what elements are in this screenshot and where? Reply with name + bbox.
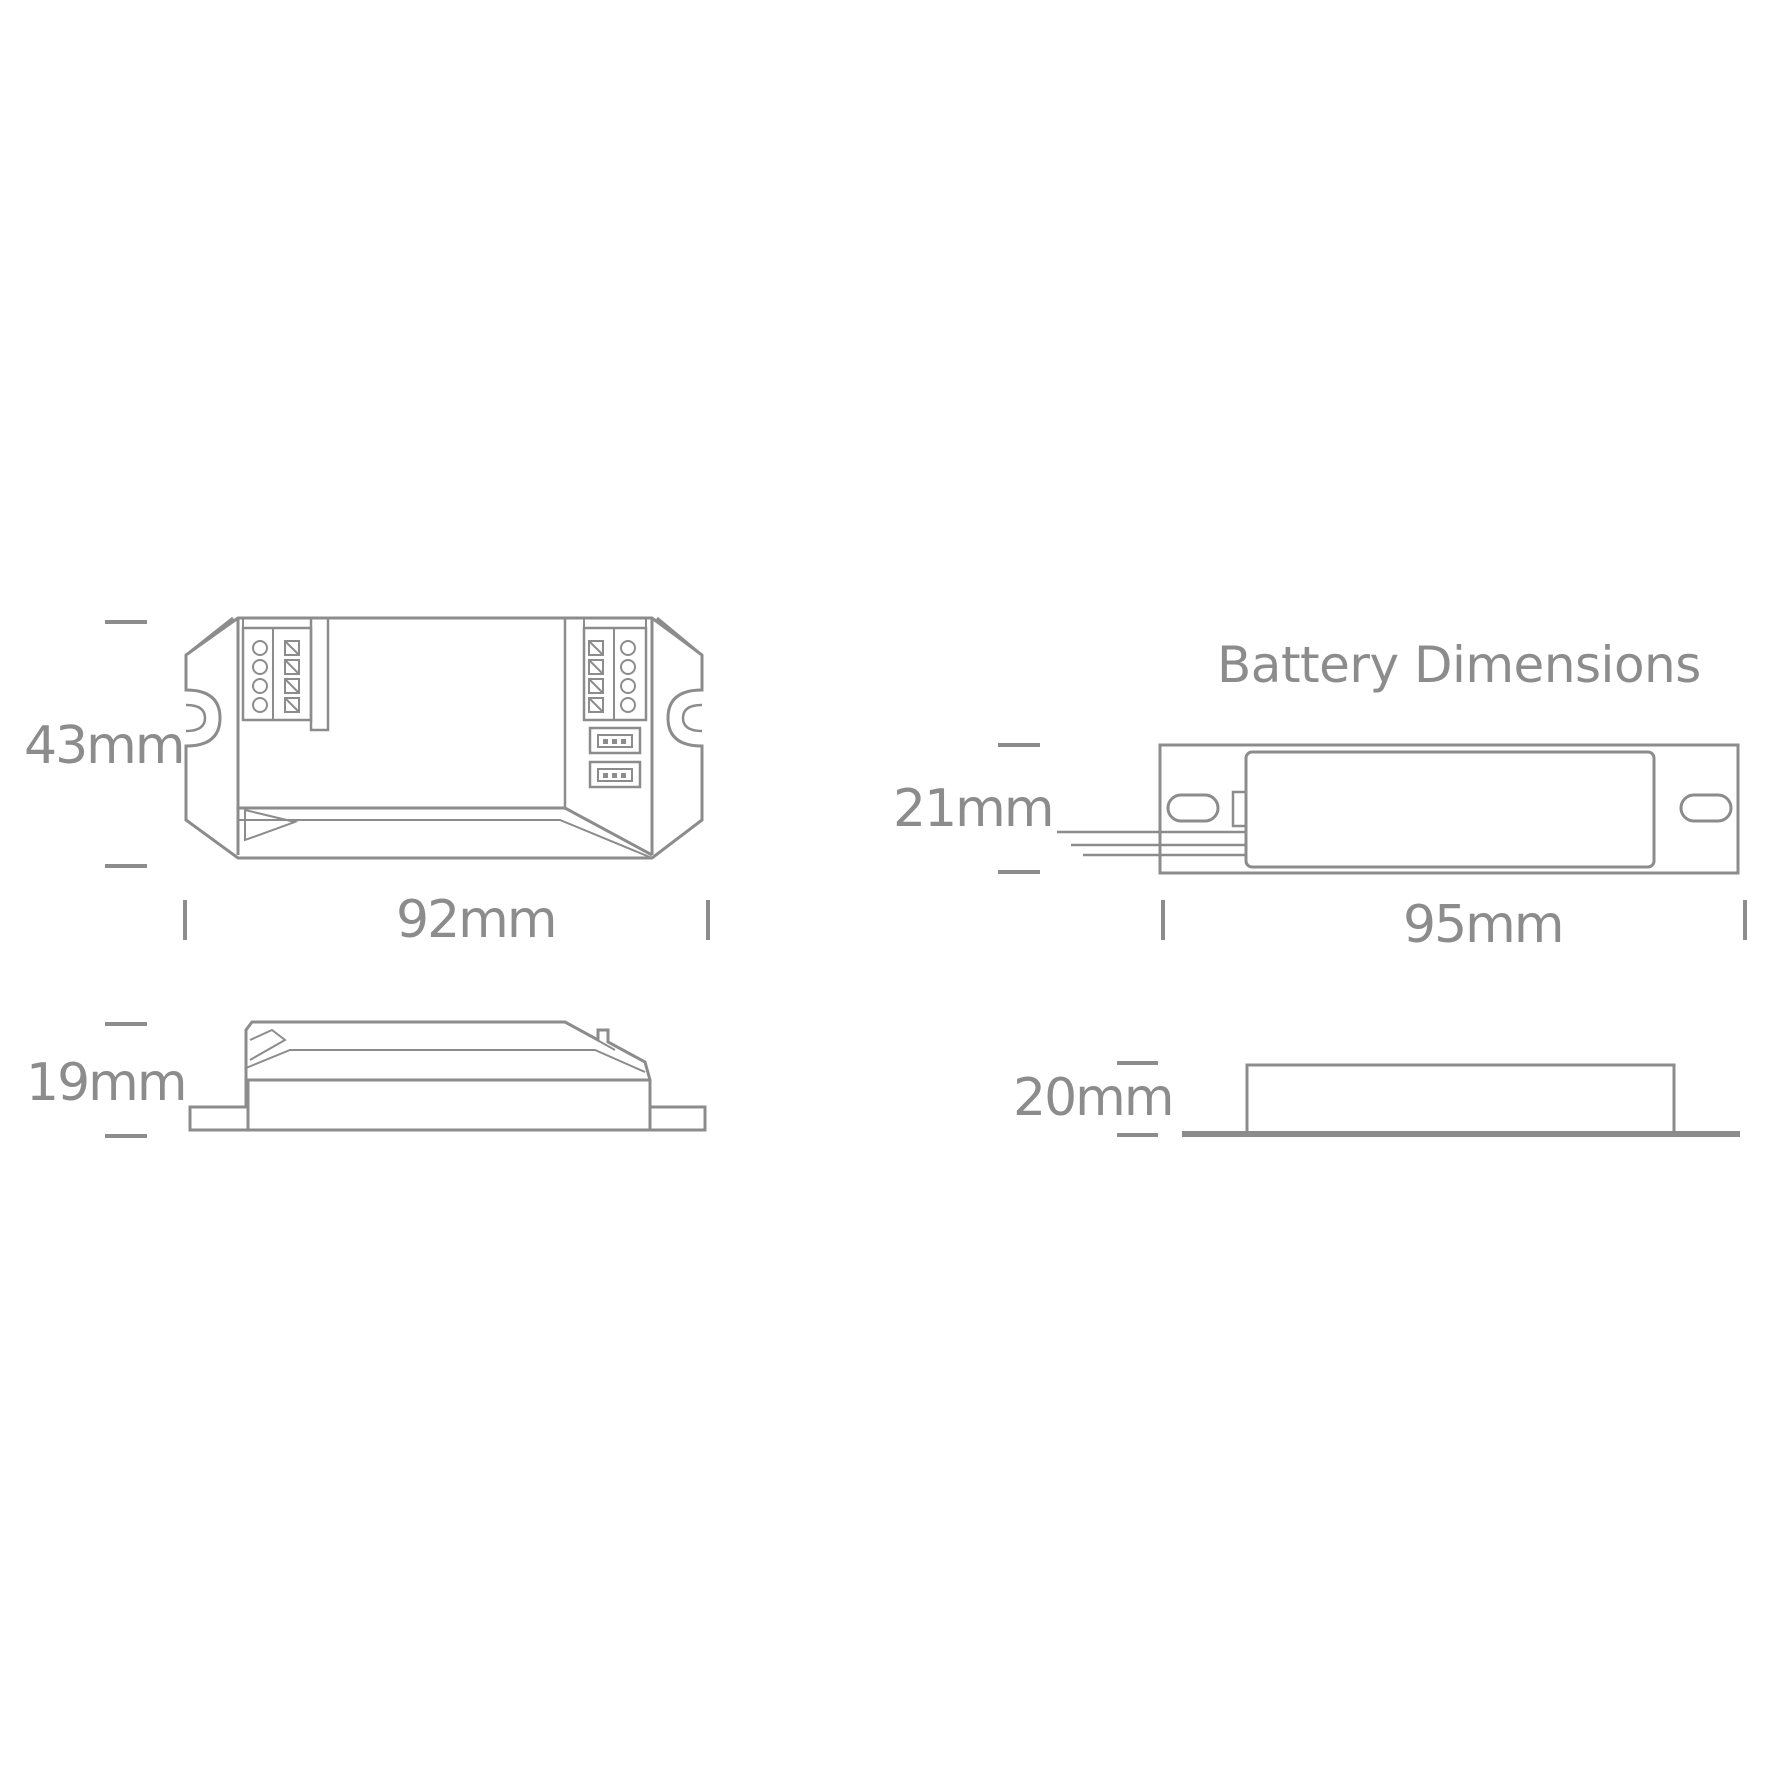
- driver-side-view: [188, 1020, 707, 1132]
- driver-depth-label: 19mm: [26, 1053, 187, 1113]
- dimension-ticks: [105, 620, 1747, 1138]
- battery-height-label: 21mm: [893, 779, 1054, 839]
- driver-width-label: 92mm: [396, 890, 557, 950]
- driver-height-label: 43mm: [24, 716, 185, 776]
- battery-side-view: [1182, 1063, 1740, 1137]
- battery-title: Battery Dimensions: [1217, 636, 1701, 694]
- battery-width-label: 95mm: [1403, 895, 1564, 955]
- battery-depth-label: 20mm: [1013, 1068, 1174, 1128]
- driver-top-view: [184, 616, 704, 860]
- battery-top-view: [1057, 743, 1740, 875]
